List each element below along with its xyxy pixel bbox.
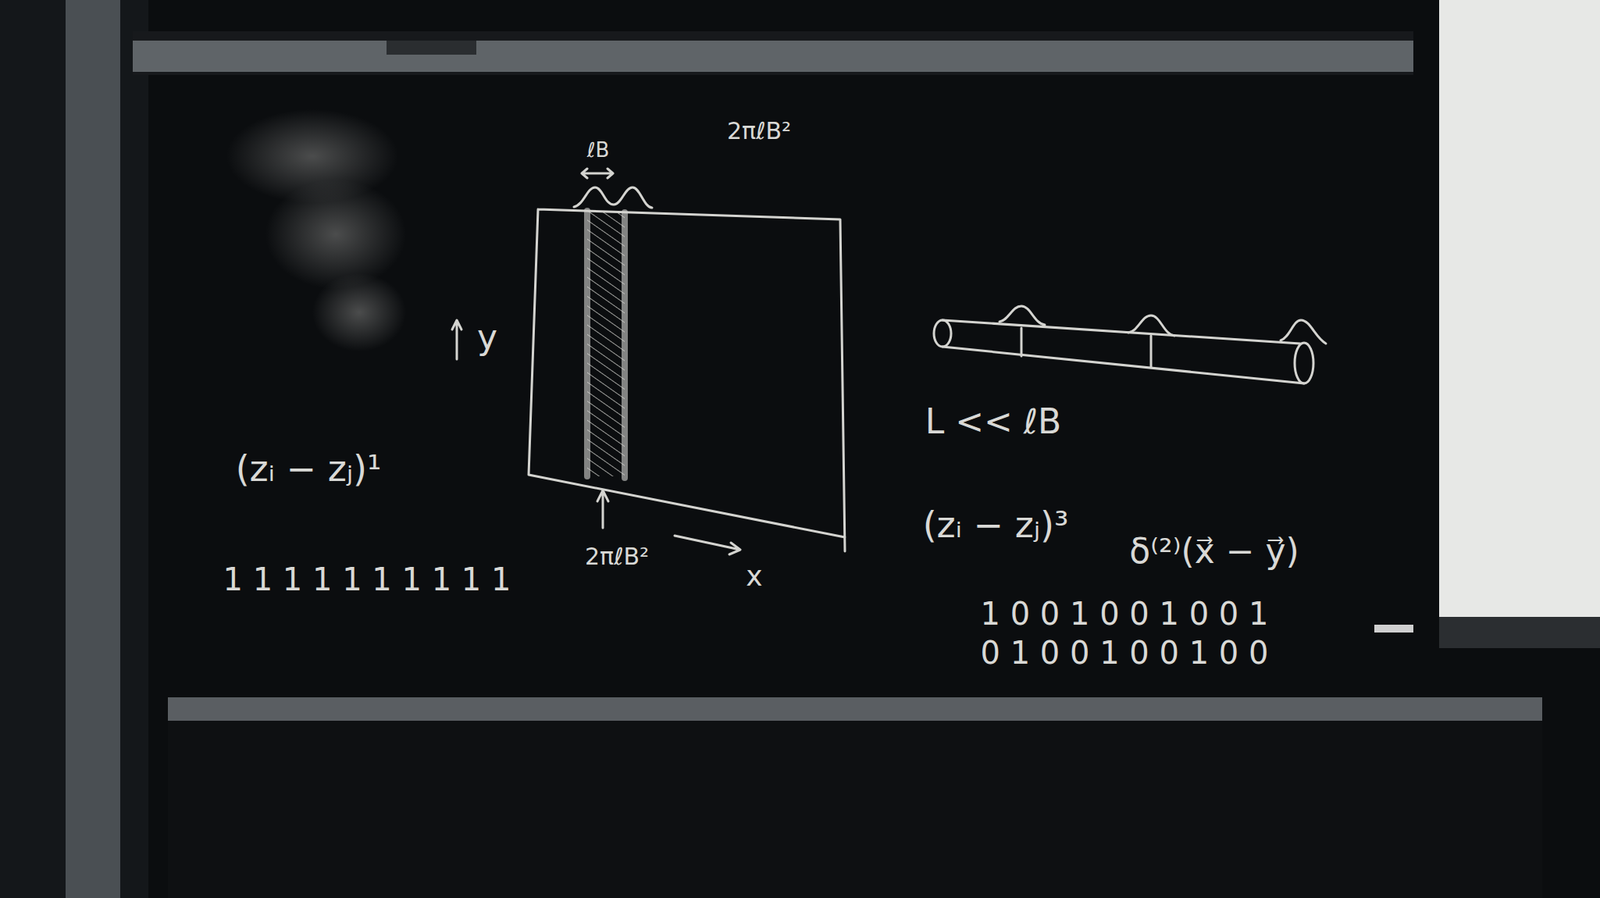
lower-board [167,720,1543,898]
top-rail-shadow [132,31,1414,75]
chalk-piece [1374,624,1414,633]
chalk-smudge [265,179,407,289]
landau-strip [587,210,625,477]
wavefunction-factor: (zᵢ − zⱼ)¹ [235,448,382,489]
projector-screen [1439,0,1600,617]
board-frame [0,0,149,898]
wavefunction-bump [1280,320,1326,344]
axis-arrow [452,320,462,360]
limit-condition: L << ℓB [925,402,1062,441]
strip-edge [621,212,628,478]
occupation-pattern: 1 1 1 1 1 1 1 1 1 1 [223,562,512,597]
screen-edge [1439,616,1600,649]
top-rail [132,40,1414,72]
cylinder-body [942,320,1305,384]
sample-outline [528,209,845,552]
strip-edge [584,210,591,477]
wavefunction-bumps [573,187,653,208]
wavefunction-bump [1128,315,1175,336]
interaction-potential: δ⁽²⁾(x⃗ − y⃗) [1129,532,1299,571]
wavefunction-factor: (zᵢ − zⱼ)³ [922,505,1070,546]
rail-clip [386,40,477,55]
bottom-rail [167,697,1543,721]
axis-label: y [477,318,498,357]
cylinder-end [933,320,952,347]
length-label: ℓB [587,138,610,162]
width-arrow [581,168,613,179]
occupation-pattern: 1 0 0 1 0 0 1 0 0 1 [980,596,1269,631]
pointer-arrow [597,490,609,528]
chalk-smudge [312,273,407,352]
axis-arrow [674,535,741,555]
occupation-pattern: 0 1 0 0 1 0 0 1 0 0 [980,635,1269,670]
axis-label: x [745,560,763,592]
cylinder-end [1294,342,1314,384]
area-label: 2πℓB² [726,117,792,144]
frame-post [65,0,121,898]
cylinder-ring [1021,327,1152,368]
area-label: 2πℓB² [584,543,649,570]
wavefunction-bump [999,306,1045,325]
